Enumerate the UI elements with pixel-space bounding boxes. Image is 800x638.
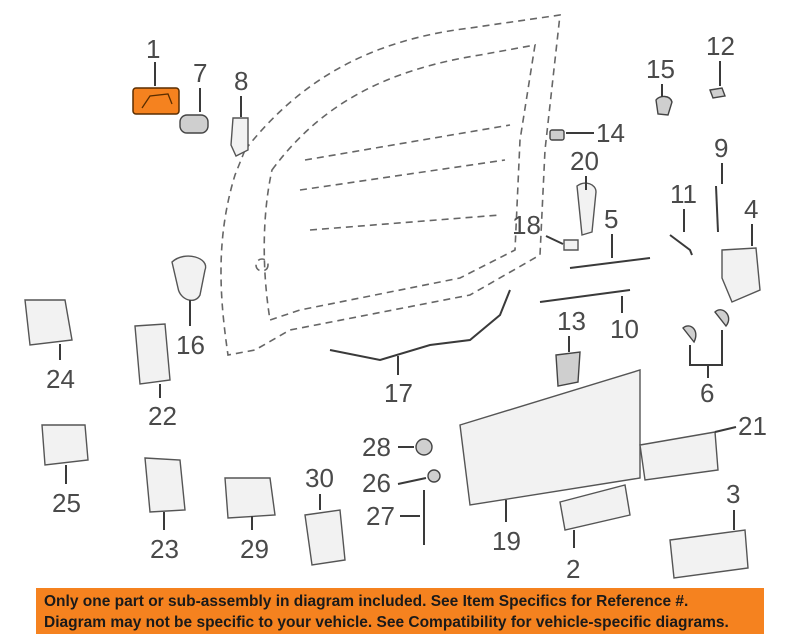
- callout-label: 1: [146, 34, 160, 64]
- callout-label: 30: [305, 463, 334, 493]
- callout-label: 12: [706, 31, 735, 61]
- callout-9: 9: [714, 133, 728, 184]
- disclaimer-line-2: Diagram may not be specific to your vehi…: [44, 614, 729, 631]
- callout-label: 11: [670, 179, 697, 209]
- callout-label: 20: [570, 146, 599, 176]
- callout-label: 7: [193, 58, 207, 88]
- callout-label: 23: [150, 534, 179, 564]
- callout-label: 9: [714, 133, 728, 163]
- callout-21: 21: [714, 411, 767, 441]
- callout-20: 20: [570, 146, 599, 190]
- callout-label: 18: [512, 210, 541, 240]
- callout-label: 16: [176, 330, 205, 360]
- callout-3: 3: [726, 479, 740, 530]
- callout-23: 23: [150, 512, 179, 564]
- callout-label: 25: [52, 488, 81, 518]
- callout-label: 3: [726, 479, 740, 509]
- callout-label: 13: [557, 306, 586, 336]
- callout-label: 10: [610, 314, 639, 344]
- callout-22: 22: [148, 384, 177, 431]
- callout-18: 18: [512, 210, 564, 245]
- callout-label: 21: [738, 411, 767, 441]
- callout-label: 5: [604, 204, 618, 234]
- callout-15: 15: [646, 54, 675, 97]
- callout-26: 26: [362, 468, 427, 498]
- callout-2: 2: [566, 530, 580, 584]
- callout-16: 16: [176, 300, 205, 360]
- callout-label: 2: [566, 554, 580, 584]
- disclaimer-line-1: Only one part or sub-assembly in diagram…: [44, 593, 689, 610]
- callout-7: 7: [193, 58, 207, 112]
- door-frame: [220, 14, 561, 356]
- callout-10: 10: [610, 296, 639, 344]
- callout-6: 6: [689, 330, 723, 408]
- door-parts-diagram: 1 2 3 4 5 6 7 8 9 10 11 12 13 14 15 16 1…: [24, 14, 767, 584]
- callout-4: 4: [744, 194, 758, 246]
- callout-24: 24: [46, 344, 75, 394]
- callout-29: 29: [240, 516, 269, 564]
- callout-label: 29: [240, 534, 269, 564]
- callout-1: 1: [146, 34, 160, 86]
- other-parts: [24, 87, 761, 579]
- callout-label: 8: [234, 66, 248, 96]
- callout-12: 12: [706, 31, 735, 86]
- callout-27: 27: [366, 501, 420, 531]
- callout-17: 17: [384, 356, 413, 408]
- callout-label: 17: [384, 378, 413, 408]
- callout-19: 19: [492, 500, 521, 556]
- callout-label: 15: [646, 54, 675, 84]
- callouts: 1 2 3 4 5 6 7 8 9 10 11 12 13 14 15 16 1…: [46, 31, 767, 584]
- callout-label: 27: [366, 501, 395, 531]
- callout-label: 14: [596, 118, 625, 148]
- callout-8: 8: [234, 66, 248, 117]
- callout-25: 25: [52, 465, 81, 518]
- callout-label: 26: [362, 468, 391, 498]
- part-1-highlighted: [132, 87, 180, 115]
- callout-28: 28: [362, 432, 414, 462]
- callout-label: 19: [492, 526, 521, 556]
- callout-label: 24: [46, 364, 75, 394]
- callout-label: 4: [744, 194, 758, 224]
- callout-label: 28: [362, 432, 391, 462]
- disclaimer-banner: Only one part or sub-assembly in diagram…: [36, 588, 764, 634]
- callout-label: 6: [700, 378, 714, 408]
- callout-30: 30: [305, 463, 334, 510]
- callout-13: 13: [557, 306, 586, 352]
- callout-11: 11: [670, 179, 697, 232]
- callout-label: 22: [148, 401, 177, 431]
- callout-14: 14: [566, 118, 625, 148]
- callout-5: 5: [604, 204, 618, 258]
